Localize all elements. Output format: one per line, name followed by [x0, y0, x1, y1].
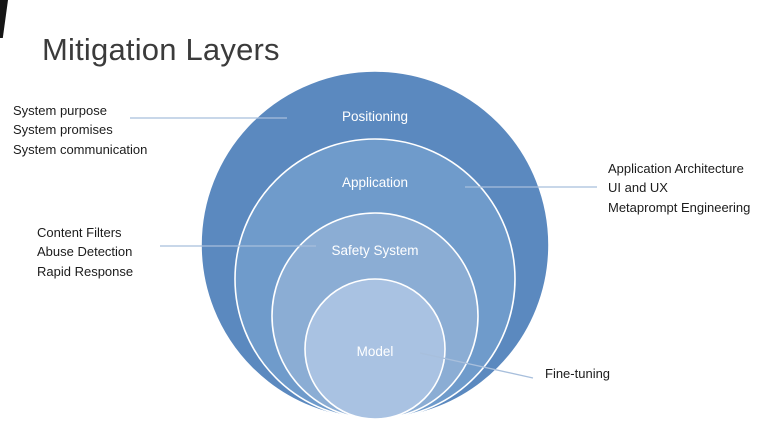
- corner-mark: [0, 0, 8, 38]
- connector-line-model: [419, 352, 534, 379]
- annotation-line: Rapid Response: [37, 263, 134, 279]
- annotation-line: Content Filters: [37, 225, 122, 240]
- layer-circle-model: [304, 278, 446, 420]
- layer-label-model: Model: [357, 344, 394, 359]
- annotation-model: Fine-tuning: [545, 364, 610, 383]
- layer-label-safety-system: Safety System: [331, 243, 418, 258]
- annotation-application: Application Architecture UI and UX Metap…: [608, 159, 750, 217]
- annotation-line: System communication: [13, 141, 148, 157]
- annotation-line: Metaprompt Engineering: [608, 199, 751, 215]
- annotation-line: Fine-tuning: [545, 366, 611, 381]
- annotation-positioning: System purpose System promises System co…: [13, 101, 147, 159]
- annotation-line: System promises: [13, 122, 113, 138]
- slide-title: Mitigation Layers: [42, 32, 280, 67]
- layer-label-application: Application: [342, 175, 408, 190]
- annotation-line: Abuse Detection: [37, 244, 133, 260]
- annotation-safety-system: Content Filters Abuse Detection Rapid Re…: [37, 223, 133, 281]
- annotation-line: UI and UX: [608, 180, 668, 196]
- annotation-line: Application Architecture: [608, 161, 744, 176]
- layer-label-positioning: Positioning: [342, 109, 408, 124]
- annotation-line: System purpose: [13, 103, 107, 118]
